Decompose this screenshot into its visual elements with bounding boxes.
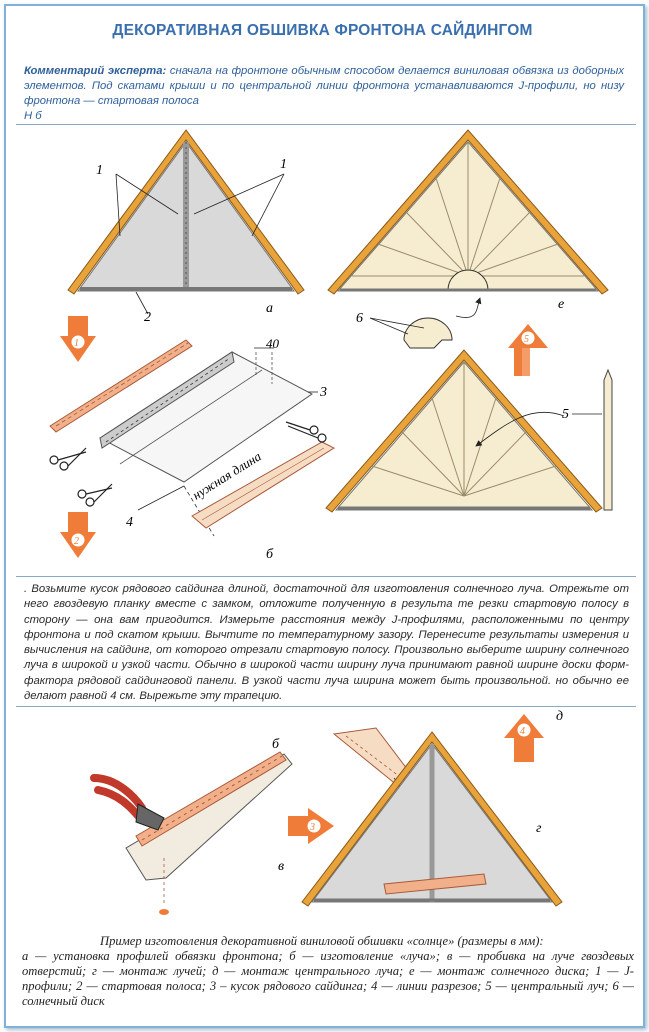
label-v: в (278, 859, 284, 874)
gable-e: е (328, 130, 608, 312)
label-five: 5 (562, 407, 569, 422)
divider-middle-top (16, 576, 636, 577)
gable-a: 1 1 2 а (68, 130, 304, 325)
solar-disc: 6 (356, 298, 480, 348)
expert-comment: Комментарий эксперта: сначала на фронтон… (24, 64, 624, 109)
divider-top (16, 124, 636, 125)
label-one-left: 1 (96, 163, 103, 178)
label-a: а (266, 301, 273, 316)
figure-caption: Пример изготовления декоративной винилов… (22, 934, 634, 1009)
step-arrow-1: 1 (60, 316, 96, 362)
label-b-bottom: б (272, 737, 280, 752)
figure-top: 1 1 2 а е 6 5 (16, 126, 636, 574)
step-arrow-2: 2 (60, 512, 96, 558)
divider-middle-bottom (16, 706, 636, 707)
label-b: б (266, 547, 274, 562)
caption-rest: а — установка профилей обвязки фронтона;… (22, 949, 634, 1008)
punch-tool-icon (94, 778, 164, 830)
label-four: 4 (126, 515, 133, 530)
step-number-1: 1 (74, 338, 79, 349)
instructions-text: . Возьмите кусок рядового сайдинга длино… (24, 582, 629, 704)
caption-line1: Пример изготовления декоративной винилов… (22, 934, 634, 949)
step-arrow-5: 5 (508, 324, 548, 376)
figure-bottom: б в 3 4 д г (16, 708, 636, 930)
step-arrow-4: 4 д (504, 709, 563, 762)
label-e: е (558, 297, 564, 312)
step-number-2: 2 (74, 536, 79, 547)
page-title: ДЕКОРАТИВНАЯ ОБШИВКА ФРОНТОНА САЙДИНГОМ (0, 22, 645, 40)
gable-lower-right (326, 350, 602, 512)
label-forty: 40 (266, 336, 280, 351)
label-one-right: 1 (280, 157, 287, 172)
label-six: 6 (356, 311, 363, 326)
step-number-4: 4 (520, 726, 525, 737)
step-arrow-3: 3 (288, 808, 334, 844)
label-g: г (536, 821, 542, 836)
step-number-5: 5 (524, 334, 529, 345)
label-two: 2 (144, 310, 151, 325)
expert-comment-label: Комментарий эксперта: (24, 65, 166, 77)
step-number-3: 3 (309, 822, 315, 833)
label-three: 3 (319, 385, 327, 400)
clipped-line: Н б (24, 110, 624, 119)
label-d: д (556, 709, 563, 724)
